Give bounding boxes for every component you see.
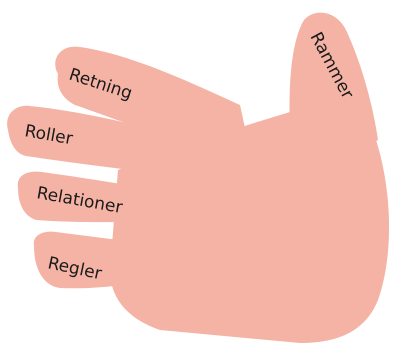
hand-diagram-canvas: Rammer Retning Roller Relationer Regler — [0, 0, 394, 343]
hand-diagram: Rammer Retning Roller Relationer Regler — [0, 0, 394, 343]
